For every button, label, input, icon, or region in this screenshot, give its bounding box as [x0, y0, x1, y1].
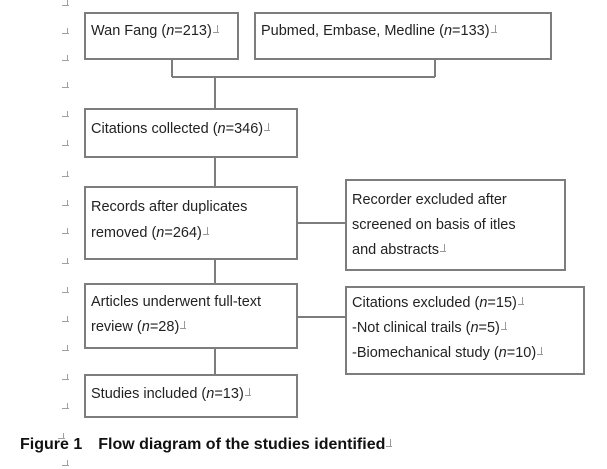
figure-caption: Figure 1 Flow diagram of the studies iden… [20, 436, 393, 454]
box-citations-excluded-line1: Citations excluded (n=15) [352, 291, 578, 316]
paragraph-mark-icon [62, 28, 69, 37]
paragraph-mark-icon [62, 287, 69, 296]
paragraph-mark-icon [62, 258, 69, 267]
paragraph-mark-icon [244, 388, 251, 399]
paragraph-mark-icon [490, 25, 497, 36]
box-duplicates-line1: Records after duplicates [91, 199, 248, 215]
paragraph-mark-icon [62, 140, 69, 149]
box-wan-fang: Wan Fang (n=213) [84, 12, 239, 60]
box-fulltext-line2: review (n=28) [91, 315, 291, 340]
paragraph-mark-icon [58, 433, 65, 442]
paragraph-mark-icon [62, 200, 69, 209]
box-citations-collected: Citations collected (n=346) [84, 108, 298, 158]
box-screened-line3: and abstracts [352, 239, 559, 261]
paragraph-mark-icon [62, 0, 69, 9]
paragraph-mark-icon [62, 171, 69, 180]
paragraph-mark-icon [62, 316, 69, 325]
paragraph-mark-icon [62, 55, 69, 64]
paragraph-mark-icon [62, 460, 69, 469]
box-citations-excluded-line3: -Biomechanical study (n=10) [352, 341, 578, 366]
paragraph-mark-icon [202, 227, 209, 238]
figure-caption-text: Flow diagram of the studies identified [98, 436, 386, 453]
box-duplicates-line2: removed (n=264) [91, 220, 291, 246]
paragraph-mark-icon [180, 321, 187, 332]
paragraph-mark-icon [386, 439, 393, 450]
paragraph-mark-icon [517, 297, 524, 308]
box-pubmed-embase-medline: Pubmed, Embase, Medline (n=133) [254, 12, 552, 60]
box-studies-included: Studies included (n=13) [84, 374, 298, 418]
paragraph-mark-icon [62, 111, 69, 120]
box-records-after-duplicates: Records after duplicates removed (n=264) [84, 186, 298, 260]
box-full-text-review: Articles underwent full-text review (n=2… [84, 283, 298, 349]
paragraph-mark-icon [62, 228, 69, 237]
box-collected-text: Citations collected (n=346) [91, 114, 291, 142]
paragraph-mark-icon [62, 403, 69, 412]
figure-label: Figure 1 [20, 436, 83, 453]
paragraph-mark-icon [212, 25, 219, 36]
paragraph-mark-icon [62, 82, 69, 91]
paragraph-mark-icon [62, 345, 69, 354]
box-wan-fang-text: Wan Fang (n=213) [91, 18, 232, 44]
box-screened-excluded: Recorder excluded after screened on basi… [345, 179, 566, 271]
paragraph-mark-icon [264, 123, 271, 134]
paragraph-mark-icon [440, 244, 447, 255]
box-citations-excluded-line2: -Not clinical trails (n=5) [352, 316, 578, 341]
box-fulltext-line1: Articles underwent full-text [91, 294, 262, 310]
paragraph-mark-icon [537, 347, 544, 358]
box-citations-excluded: Citations excluded (n=15) -Not clinical … [345, 286, 585, 375]
box-pubmed-text: Pubmed, Embase, Medline (n=133) [261, 18, 545, 44]
box-screened-line1: Recorder excluded after [352, 192, 507, 208]
box-screened-line2: screened on basis of itles [352, 217, 516, 233]
paragraph-mark-icon [62, 374, 69, 383]
box-included-text: Studies included (n=13) [91, 382, 291, 406]
paragraph-mark-icon [500, 322, 507, 333]
